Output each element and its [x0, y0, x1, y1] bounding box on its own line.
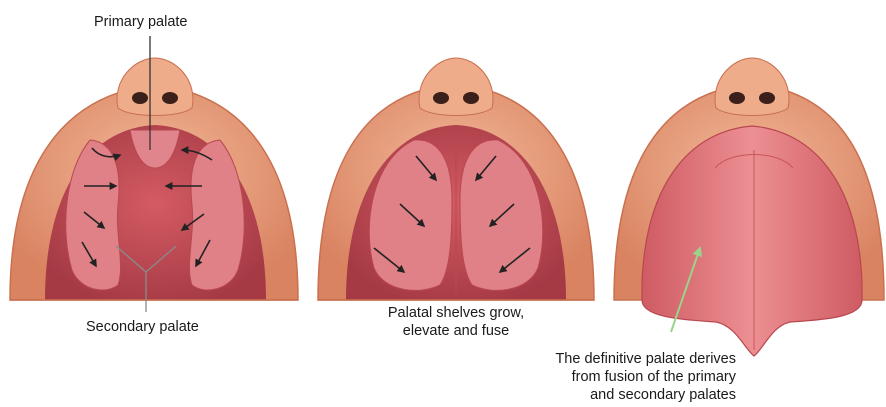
- middle-caption-line: elevate and fuse: [356, 322, 556, 340]
- nostril-left: [729, 92, 745, 104]
- middle-caption-line: Palatal shelves grow,: [356, 304, 556, 322]
- panel-primary-secondary-palate: [10, 36, 298, 312]
- panel-definitive-palate: [614, 58, 884, 356]
- nostril-right: [162, 92, 178, 104]
- nostril-right: [759, 92, 775, 104]
- right-caption-line: from fusion of the primary: [526, 368, 736, 386]
- right-caption: The definitive palate derives from fusio…: [526, 350, 736, 404]
- nose: [715, 58, 789, 116]
- right-caption-line: and secondary palates: [526, 386, 736, 404]
- secondary-palate-label: Secondary palate: [86, 318, 199, 336]
- nostril-right: [463, 92, 479, 104]
- primary-palate-label: Primary palate: [94, 13, 187, 31]
- nose: [117, 58, 193, 116]
- middle-caption: Palatal shelves grow, elevate and fuse: [356, 304, 556, 340]
- nostril-left: [132, 92, 148, 104]
- nose: [419, 58, 493, 116]
- nostril-left: [433, 92, 449, 104]
- panel-shelves-fuse: [318, 58, 594, 300]
- right-caption-line: The definitive palate derives: [526, 350, 736, 368]
